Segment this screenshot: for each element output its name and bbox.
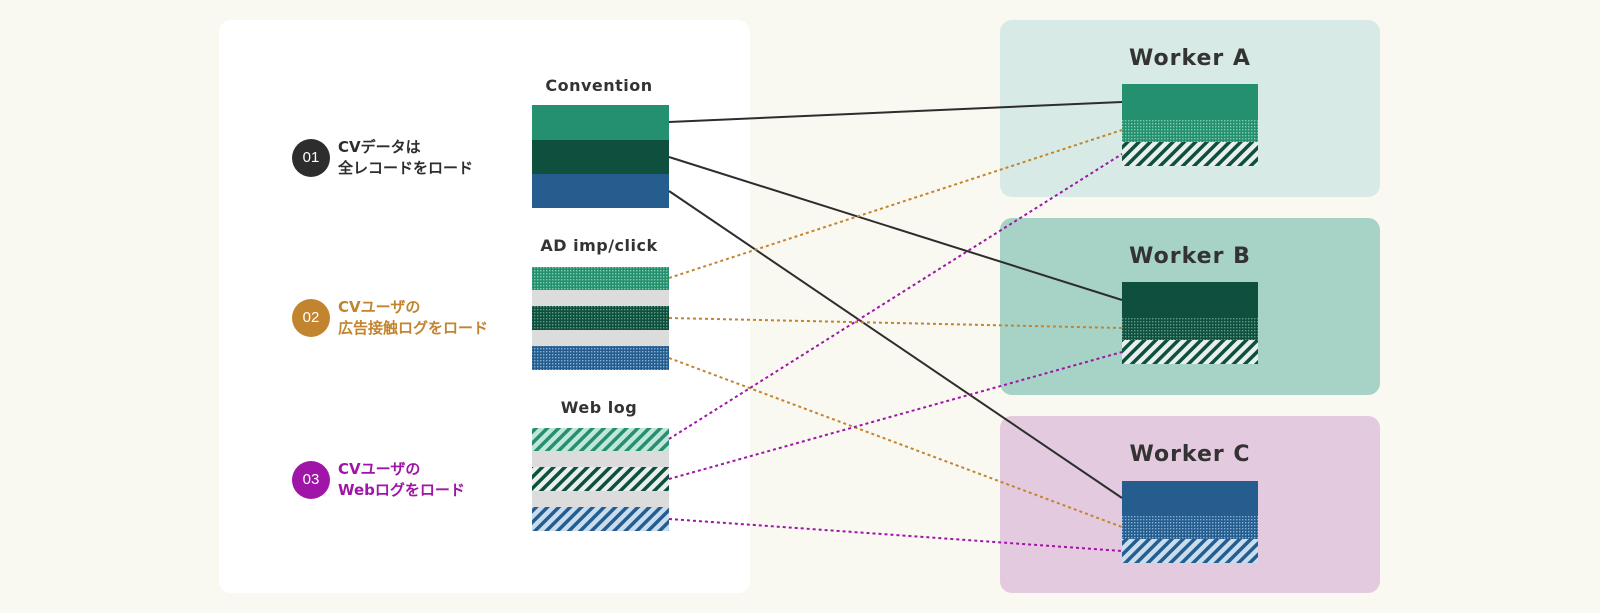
worker-b-ad-block [1122, 317, 1258, 340]
ad-gap-2 [532, 330, 669, 346]
line-ad-to-worker-b [668, 317, 1123, 329]
step-02-line2: 広告接触ログをロード [338, 319, 489, 337]
ad-gap-1 [532, 290, 669, 306]
step-01-badge: 01 [292, 139, 330, 177]
worker-c-title: Worker C [1129, 442, 1251, 467]
step-02-line1: CVユーザの [338, 298, 421, 316]
worker-c-web-block [1122, 539, 1258, 563]
ad-block-green-dark [532, 306, 669, 330]
step-01-line1: CVデータは [338, 138, 421, 156]
web-block-green-light [532, 428, 669, 451]
web-gap-1 [532, 451, 669, 467]
line-web-to-worker-c [668, 518, 1123, 552]
web-block-blue [532, 507, 669, 531]
ad-imp-click-label: AD imp/click [540, 236, 658, 255]
line-ad-to-worker-a [668, 129, 1123, 279]
worker-a-web-block [1122, 142, 1258, 166]
worker-a-title: Worker A [1129, 46, 1251, 71]
step-03-badge: 03 [292, 461, 330, 499]
step-01-text: CVデータは 全レコードをロード [338, 137, 473, 179]
web-gap-2 [532, 491, 669, 507]
worker-a-panel: Worker A [1000, 20, 1380, 197]
line-web-to-worker-b [668, 351, 1123, 480]
convention-label: Convention [545, 76, 653, 95]
worker-c-ad-block [1122, 516, 1258, 539]
worker-c-convention-block [1122, 481, 1258, 516]
worker-b-web-block [1122, 340, 1258, 364]
worker-b-convention-block [1122, 282, 1258, 317]
worker-b-title: Worker B [1129, 244, 1251, 269]
web-block-green-dark [532, 467, 669, 491]
convention-block-green-light [532, 105, 669, 140]
line-convention-to-worker-b [668, 156, 1123, 301]
step-01-line2: 全レコードをロード [338, 159, 474, 177]
convention-block-green-dark [532, 140, 669, 174]
convention-block-blue [532, 174, 669, 208]
ad-block-blue [532, 346, 669, 370]
worker-a-ad-block [1122, 119, 1258, 142]
web-log-label: Web log [560, 398, 638, 417]
line-web-to-worker-a [668, 153, 1123, 440]
line-ad-to-worker-c [668, 357, 1123, 528]
line-convention-to-worker-c [668, 190, 1123, 499]
step-02-text: CVユーザの 広告接触ログをロード [338, 297, 488, 339]
line-convention-to-worker-a [668, 101, 1123, 123]
step-02-badge: 02 [292, 299, 330, 337]
step-03-line1: CVユーザの [338, 460, 421, 478]
step-03-line2: Webログをロード [338, 481, 465, 499]
worker-a-convention-block [1122, 84, 1258, 119]
ad-block-green-light [532, 267, 669, 290]
step-03-text: CVユーザの Webログをロード [338, 459, 465, 501]
